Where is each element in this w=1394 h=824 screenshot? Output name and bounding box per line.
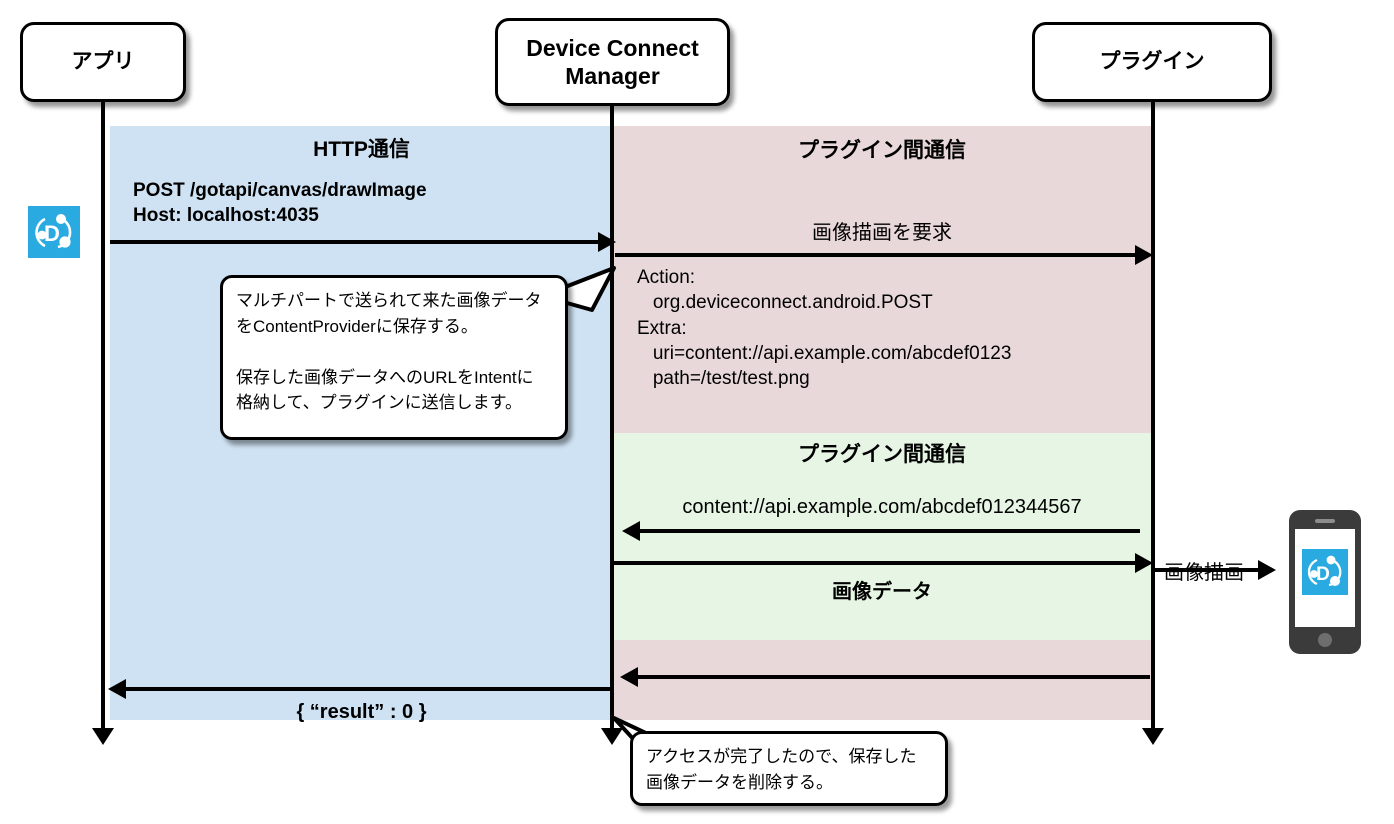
band-plugin-ipc-response: [613, 433, 1151, 640]
arrow-ack-head: [620, 667, 638, 687]
arrow-draw-image-head: [1258, 560, 1276, 580]
arrow-image-data-line: [613, 561, 1137, 565]
arrow-image-data-head: [1135, 553, 1153, 573]
lifeline-app: [101, 101, 105, 738]
svg-text:D: D: [1316, 564, 1330, 585]
message-label-content-uri: content://api.example.com/abcdef01234456…: [682, 496, 1082, 518]
smartphone-device-icon: D: [1288, 509, 1362, 655]
arrow-content-uri-line: [640, 529, 1140, 533]
arrow-request-draw-line: [615, 253, 1137, 257]
actor-box-app[interactable]: アプリ: [20, 22, 186, 102]
lifeline-end-arrow-plugin: [1142, 728, 1164, 745]
arrow-result-line: [118, 687, 610, 691]
band-title-ipc-request: プラグイン間通信: [798, 139, 966, 162]
actor-box-manager[interactable]: Device Connect Manager: [495, 18, 730, 106]
arrow-request-draw-head: [1135, 245, 1153, 265]
arrow-result-head: [108, 679, 126, 699]
band-plugin-ipc-request: [613, 126, 1151, 433]
band-plugin-ipc-final: [613, 640, 1151, 720]
arrow-content-uri-head: [622, 521, 640, 541]
lifeline-manager: [610, 105, 614, 738]
band-title-ipc-response: プラグイン間通信: [798, 443, 966, 466]
device-connect-logo-icon: D: [28, 206, 80, 258]
actor-box-plugin[interactable]: プラグイン: [1032, 22, 1272, 102]
arrow-ack-line: [638, 675, 1150, 679]
note-save-image-data: マルチパートで送られて来た画像データ をContentProviderに保存する…: [220, 275, 568, 440]
lifeline-end-arrow-manager: [601, 728, 623, 745]
lifeline-end-arrow-app: [92, 728, 114, 745]
intent-detail-text: Action: org.deviceconnect.android.POST E…: [637, 267, 1012, 390]
arrow-draw-image-line: [1155, 568, 1261, 572]
band-title-http: HTTP通信: [313, 138, 410, 161]
svg-text:D: D: [44, 221, 60, 246]
message-label-request-draw: 画像描画を要求: [812, 222, 952, 244]
http-request-text: POST /gotapi/canvas/drawImage Host: loca…: [133, 180, 427, 227]
arrow-http-request-line: [110, 240, 602, 244]
note-delete-image-data: アクセスが完了したので、保存した 画像データを削除する。: [630, 731, 948, 806]
message-label-draw-image: 画像描画: [1164, 562, 1244, 584]
lifeline-plugin: [1151, 101, 1155, 738]
message-label-result: { “result” : 0 }: [296, 701, 427, 723]
message-label-image-data: 画像データ: [832, 581, 932, 603]
